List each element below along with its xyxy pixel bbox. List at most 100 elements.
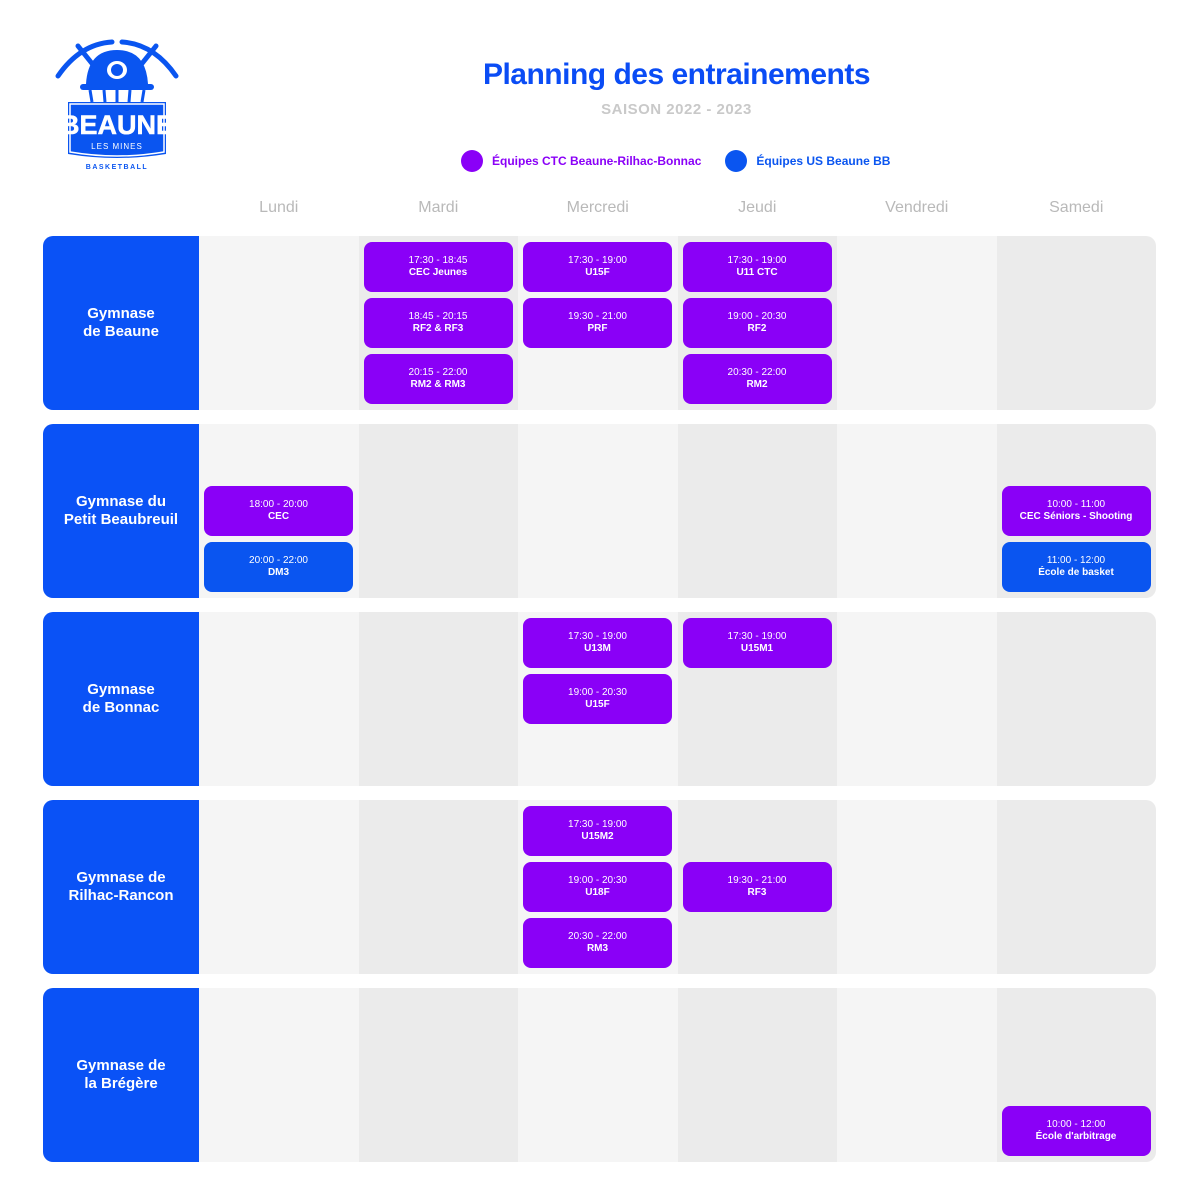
day-cell: [518, 424, 678, 598]
gym-name: Gymnase du Petit Beaubreuil: [43, 424, 199, 598]
session-time: 11:00 - 12:00: [1046, 555, 1106, 566]
gym-name: Gymnase de Beaune: [43, 236, 199, 410]
session-team: RF2 & RF3: [412, 323, 464, 334]
gym-name: Gymnase de Bonnac: [43, 612, 199, 786]
session-time: 10:00 - 11:00: [1046, 499, 1106, 510]
session-team: U15F: [585, 267, 610, 278]
session-team: École de basket: [1038, 567, 1114, 578]
session-time: 20:00 - 22:00: [249, 555, 308, 566]
session-team: PRF: [587, 323, 608, 334]
session-team: U15F: [585, 699, 610, 710]
gym-name: Gymnase de Rilhac-Rancon: [43, 800, 199, 974]
day-header: Samedi: [1049, 199, 1104, 216]
session-time: 20:30 - 22:00: [568, 931, 627, 942]
day-cell: [837, 988, 997, 1162]
session-time: 17:30 - 19:00: [568, 631, 627, 642]
day-cell: [837, 424, 997, 598]
session-time: 19:00 - 20:30: [568, 687, 627, 698]
day-cell: [358, 988, 518, 1162]
day-cell: [837, 800, 997, 974]
legend-item: Équipes CTC Beaune-Rilhac-Bonnac: [461, 150, 701, 172]
session-time: 19:30 - 21:00: [727, 875, 787, 886]
session-time: 18:45 - 20:15: [408, 311, 468, 322]
session-time: 19:00 - 20:30: [568, 875, 627, 886]
day-header: Lundi: [259, 199, 299, 216]
session-team: U15M2: [581, 831, 614, 842]
session-team: CEC Séniors - Shooting: [1019, 511, 1133, 522]
session-team: CEC Jeunes: [408, 267, 468, 278]
session-time: 19:00 - 20:30: [727, 311, 787, 322]
day-header: Mardi: [418, 199, 459, 216]
legend-item: Équipes US Beaune BB: [725, 150, 890, 172]
season-subtitle: SAISON 2022 - 2023: [601, 101, 752, 118]
day-cell: [358, 424, 518, 598]
session-time: 17:30 - 19:00: [727, 255, 787, 266]
day-cell: [996, 800, 1156, 974]
session-time: 18:00 - 20:00: [249, 499, 308, 510]
session-team: U15M1: [740, 643, 774, 654]
page-title: Planning des entrainements: [482, 58, 871, 91]
session-time: 17:30 - 18:45: [408, 255, 468, 266]
day-cell: [677, 988, 837, 1162]
day-cell: [199, 988, 359, 1162]
day-cell: [199, 236, 359, 410]
day-cell: [358, 612, 518, 786]
legend-label: Équipes CTC Beaune-Rilhac-Bonnac: [492, 154, 702, 168]
session-team: U13M: [584, 643, 611, 654]
session-team: CEC: [267, 511, 290, 522]
day-cell: [996, 236, 1156, 410]
session-team: RF3: [747, 887, 767, 898]
day-cell: [837, 236, 997, 410]
day-cell: [837, 612, 997, 786]
session-time: 17:30 - 19:00: [568, 255, 627, 266]
logo-sub: LES MINES: [91, 142, 143, 151]
logo-text: BEAUNE: [60, 110, 174, 140]
beaune-logo: BEAUNE LES MINES BASKETBALL: [55, 39, 179, 171]
session-team: U11 CTC: [736, 267, 778, 278]
day-cell: [677, 424, 837, 598]
day-cell: [996, 612, 1156, 786]
day-header: Jeudi: [738, 199, 777, 216]
legend-label: Équipes US Beaune BB: [756, 154, 891, 168]
session-time: 10:00 - 12:00: [1046, 1119, 1106, 1130]
day-cell: [199, 800, 359, 974]
session-team: RM2 & RM3: [410, 379, 466, 390]
logo-basketball: BASKETBALL: [86, 164, 148, 171]
session-time: 20:30 - 22:00: [727, 367, 787, 378]
session-team: RM3: [586, 943, 609, 954]
legend: Équipes CTC Beaune-Rilhac-Bonnac Équipes …: [461, 150, 914, 172]
day-cell: [518, 988, 678, 1162]
session-team: RF2: [747, 323, 767, 334]
